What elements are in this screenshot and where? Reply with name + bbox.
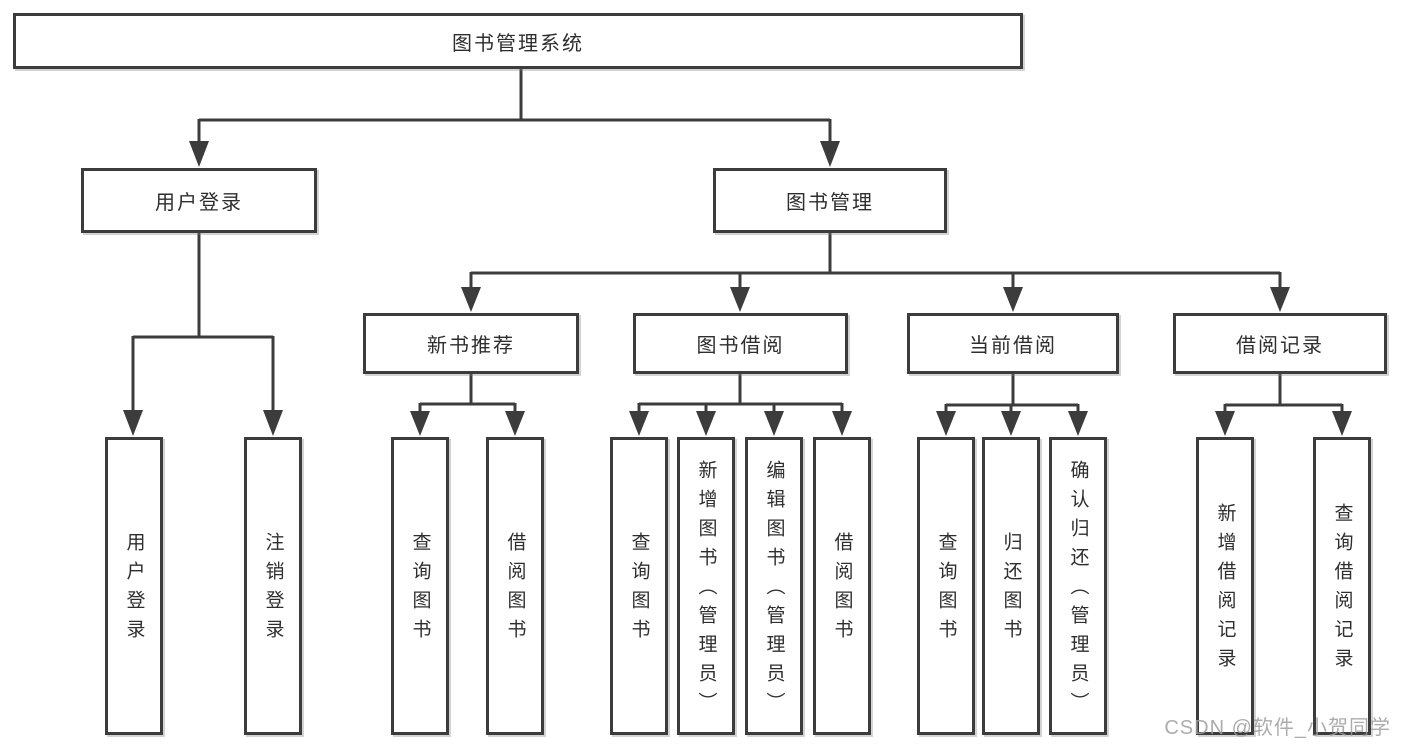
- leaf-records-query-record-label: 查询借阅记录: [1331, 503, 1353, 677]
- leaf-current-confirm-return-admin: 确认归还（管理员）: [1049, 437, 1107, 735]
- leaf-records-add-record: 新增借阅记录: [1196, 437, 1254, 735]
- node-borrowing-records: 借阅记录: [1173, 313, 1387, 374]
- leaf-logout: 注销登录: [244, 437, 302, 735]
- node-new-book-recommend: 新书推荐: [363, 313, 579, 374]
- leaf-records-add-record-label: 新增借阅记录: [1214, 503, 1236, 677]
- leaf-logout-label: 注销登录: [262, 532, 284, 648]
- arrowheads-root-to-level2: [189, 141, 840, 167]
- leaf-recommend-borrow-books-label: 借阅图书: [504, 532, 526, 648]
- node-current-borrowing: 当前借阅: [907, 313, 1119, 374]
- node-root-system: 图书管理系统: [13, 13, 1023, 69]
- node-current-borrowing-label: 当前借阅: [969, 335, 1057, 357]
- leaf-borrow-edit-books-admin-label: 编辑图书（管理员）: [763, 459, 785, 721]
- arrowheads-bookmgmt-to-level3: [461, 287, 1290, 312]
- leaf-borrow-query-books-label: 查询图书: [628, 532, 650, 648]
- leaf-current-query-books-label: 查询图书: [935, 532, 957, 648]
- leaf-current-return-books: 归还图书: [982, 437, 1040, 735]
- arrowheads-bookborrow-to-leaves: [629, 411, 852, 436]
- node-new-book-recommend-label: 新书推荐: [427, 335, 515, 357]
- connector-borrowrecords-to-leaves: [1223, 374, 1344, 413]
- connector-bookborrow-to-leaves: [637, 374, 844, 413]
- leaf-borrow-add-books-admin: 新增图书（管理员）: [677, 437, 735, 735]
- connector-userlogin-to-leaves: [131, 233, 275, 412]
- connector-bookmgmt-to-level3: [469, 233, 1282, 289]
- node-user-login: 用户登录: [81, 168, 317, 233]
- node-borrowing-records-label: 借阅记录: [1236, 335, 1324, 357]
- connector-root-to-level2: [197, 67, 832, 142]
- leaf-recommend-borrow-books: 借阅图书: [486, 437, 544, 735]
- node-book-borrowing-label: 图书借阅: [696, 335, 785, 357]
- connector-currentborrow-to-leaves: [944, 374, 1080, 413]
- node-book-borrowing: 图书借阅: [633, 313, 848, 374]
- leaf-records-query-record: 查询借阅记录: [1313, 437, 1371, 735]
- leaf-user-login-label: 用户登录: [123, 532, 145, 648]
- leaf-borrow-add-books-admin-label: 新增图书（管理员）: [695, 459, 717, 721]
- leaf-borrow-query-books: 查询图书: [610, 437, 668, 735]
- leaf-current-confirm-return-admin-label: 确认归还（管理员）: [1067, 459, 1089, 721]
- arrowheads-newbooks-to-leaves: [410, 411, 525, 436]
- node-book-management: 图书管理: [713, 168, 947, 233]
- connector-newbooks-to-leaves: [418, 374, 517, 413]
- arrowheads-currentborrow-to-leaves: [936, 411, 1088, 436]
- arrowheads-userlogin-to-leaves: [123, 410, 283, 436]
- leaf-current-query-books: 查询图书: [917, 437, 975, 735]
- leaf-current-return-books-label: 归还图书: [1000, 532, 1022, 648]
- leaf-borrow-borrow-books-label: 借阅图书: [831, 532, 853, 648]
- leaf-user-login: 用户登录: [105, 437, 163, 735]
- leaf-recommend-query-books-label: 查询图书: [409, 532, 431, 648]
- leaf-borrow-borrow-books: 借阅图书: [813, 437, 871, 735]
- node-user-login-label: 用户登录: [155, 192, 243, 214]
- leaf-borrow-edit-books-admin: 编辑图书（管理员）: [745, 437, 803, 735]
- leaf-recommend-query-books: 查询图书: [391, 437, 449, 735]
- node-root-system-label: 图书管理系统: [452, 32, 584, 55]
- csdn-watermark: CSDN @软件_小贺同学: [1164, 717, 1391, 739]
- node-book-management-label: 图书管理: [786, 192, 874, 214]
- arrowheads-borrowrecords-to-leaves: [1215, 411, 1352, 436]
